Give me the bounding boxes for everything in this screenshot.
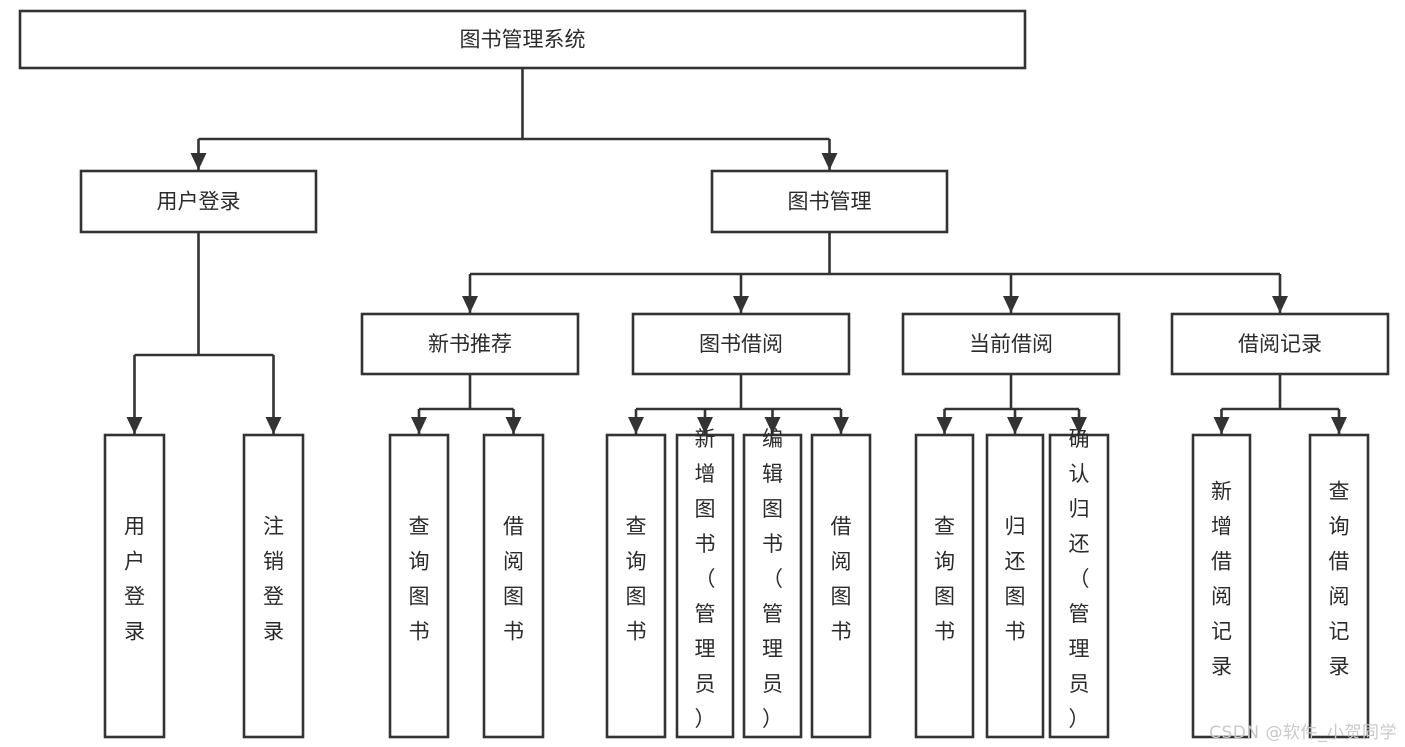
arrow-head-icon (936, 417, 953, 434)
leaf-label: 查询图书 (409, 515, 430, 644)
leaf-leaf-query-book-1[interactable]: 查询图书 (388, 433, 450, 739)
node-label: 用户登录 (157, 190, 241, 214)
leaf-label: 借阅图书 (831, 515, 852, 644)
arrow-head-icon (1272, 296, 1288, 313)
node-label: 图书管理系统 (460, 28, 586, 52)
node-root-system[interactable]: 图书管理系统 (18, 9, 1027, 70)
arrow-head-icon (833, 417, 849, 434)
leaf-label: 新增借阅记录 (1211, 480, 1232, 679)
arrow-head-icon (697, 417, 713, 434)
arrow-head-icon (821, 153, 838, 170)
leaf-leaf-add-record[interactable]: 新增借阅记录 (1191, 433, 1252, 739)
leaf-label: 借阅图书 (503, 515, 524, 644)
leaf-leaf-edit-book[interactable]: 编辑图书（管理员） (742, 427, 803, 739)
edge-layer (126, 68, 1347, 434)
node-label: 新书推荐 (428, 332, 512, 356)
arrow-head-icon (1071, 417, 1087, 434)
node-book-manage[interactable]: 图书管理 (710, 169, 949, 234)
leaf-label: 归还图书 (1005, 515, 1026, 644)
arrow-head-icon (411, 417, 427, 434)
node-label: 图书借阅 (699, 332, 783, 356)
node-user-login[interactable]: 用户登录 (79, 169, 318, 234)
arrow-head-icon (462, 296, 478, 313)
node-label: 当前借阅 (969, 332, 1053, 356)
leaf-leaf-add-book[interactable]: 新增图书（管理员） (675, 427, 735, 739)
node-label: 借阅记录 (1238, 332, 1322, 356)
leaf-leaf-borrow-book-1[interactable]: 借阅图书 (482, 433, 545, 739)
leaf-leaf-user-login[interactable]: 用户登录 (103, 433, 166, 739)
leaf-label: 注销登录 (263, 515, 284, 644)
node-current-borrow[interactable]: 当前借阅 (901, 312, 1121, 376)
node-label: 图书管理 (788, 190, 872, 214)
arrow-head-icon (764, 417, 781, 434)
leaf-label: 查询图书 (626, 515, 647, 644)
leaf-label: 确认归还（管理员） (1069, 427, 1090, 731)
leaf-leaf-query-book-2[interactable]: 查询图书 (605, 433, 667, 739)
node-borrow-record[interactable]: 借阅记录 (1170, 312, 1390, 376)
arrow-head-icon (1331, 417, 1347, 434)
arrow-head-icon (190, 153, 207, 170)
arrow-head-icon (505, 417, 522, 434)
leaf-leaf-borrow-book-2[interactable]: 借阅图书 (810, 433, 872, 739)
leaf-leaf-confirm-return[interactable]: 确认归还（管理员） (1048, 427, 1110, 739)
leaf-label: 用户登录 (124, 515, 145, 644)
leaf-label: 新增图书（管理员） (695, 427, 716, 731)
arrow-head-icon (126, 417, 143, 434)
leaf-leaf-query-record[interactable]: 查询借阅记录 (1308, 433, 1370, 739)
arrow-head-icon (1003, 296, 1019, 313)
leaf-label: 编辑图书（管理员） (762, 427, 783, 731)
leaf-leaf-return-book[interactable]: 归还图书 (985, 433, 1045, 739)
leaf-label: 查询借阅记录 (1329, 480, 1350, 679)
node-layer: 图书管理系统用户登录图书管理新书推荐图书借阅当前借阅借阅记录用户登录注销登录查询… (18, 9, 1390, 739)
arrow-head-icon (1213, 417, 1230, 434)
arrow-head-icon (1007, 417, 1023, 434)
leaf-leaf-query-book-3[interactable]: 查询图书 (914, 433, 975, 739)
node-book-borrow[interactable]: 图书借阅 (631, 312, 851, 376)
arrow-head-icon (628, 417, 644, 434)
arrow-head-icon (733, 296, 749, 313)
node-new-book-rec[interactable]: 新书推荐 (360, 312, 580, 376)
arrow-head-icon (265, 417, 282, 434)
leaf-label: 查询图书 (934, 515, 955, 644)
leaf-leaf-user-logout[interactable]: 注销登录 (242, 433, 305, 739)
